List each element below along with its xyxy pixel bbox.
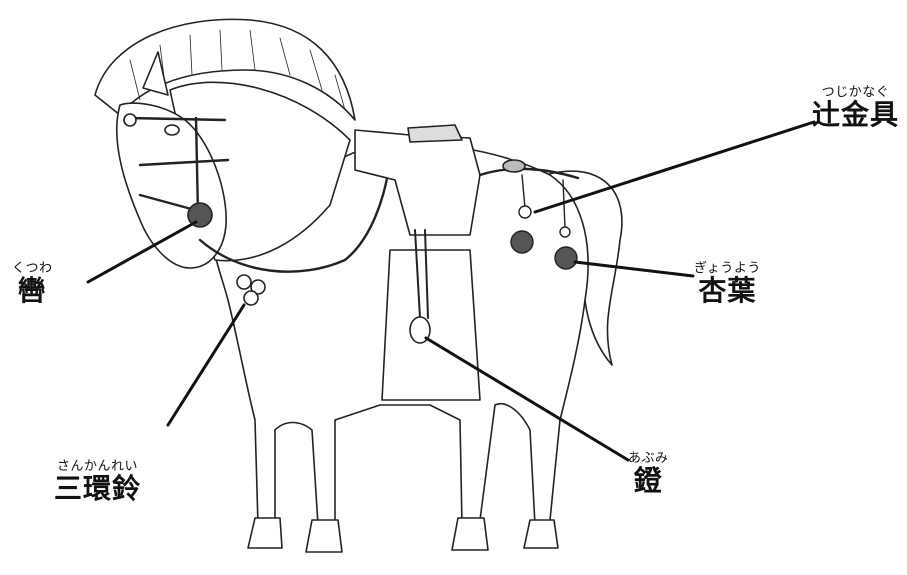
saddle-seat — [408, 125, 462, 142]
tsujikanagu-boss — [503, 160, 525, 172]
label-sankanrei: さんかんれい 三環鈴 — [54, 460, 141, 503]
saddle-flap — [382, 250, 480, 400]
leader-tsujikanagu — [535, 122, 814, 212]
horse-illustration — [95, 19, 622, 552]
label-tsujikanagu: つじかなぐ 辻金具 — [812, 86, 899, 129]
text-kutsuwa: 轡 — [12, 277, 53, 305]
text-tsujikanagu: 辻金具 — [812, 101, 899, 129]
hoof-front-right — [306, 520, 342, 552]
text-sankanrei: 三環鈴 — [54, 475, 141, 503]
horse-eye — [165, 125, 179, 135]
text-abumi: 鐙 — [628, 467, 669, 495]
bridle-ring — [124, 114, 136, 126]
hoof-rear-right — [524, 520, 558, 548]
label-gyouyou: ぎょうよう 杏葉 — [694, 262, 761, 305]
text-gyouyou: 杏葉 — [694, 277, 761, 305]
label-kutsuwa: くつわ 轡 — [12, 262, 53, 305]
hoof-front-left — [248, 518, 282, 548]
label-abumi: あぶみ 鐙 — [628, 452, 669, 495]
hoof-rear-left — [452, 518, 488, 550]
leader-sankanrei — [168, 305, 244, 425]
